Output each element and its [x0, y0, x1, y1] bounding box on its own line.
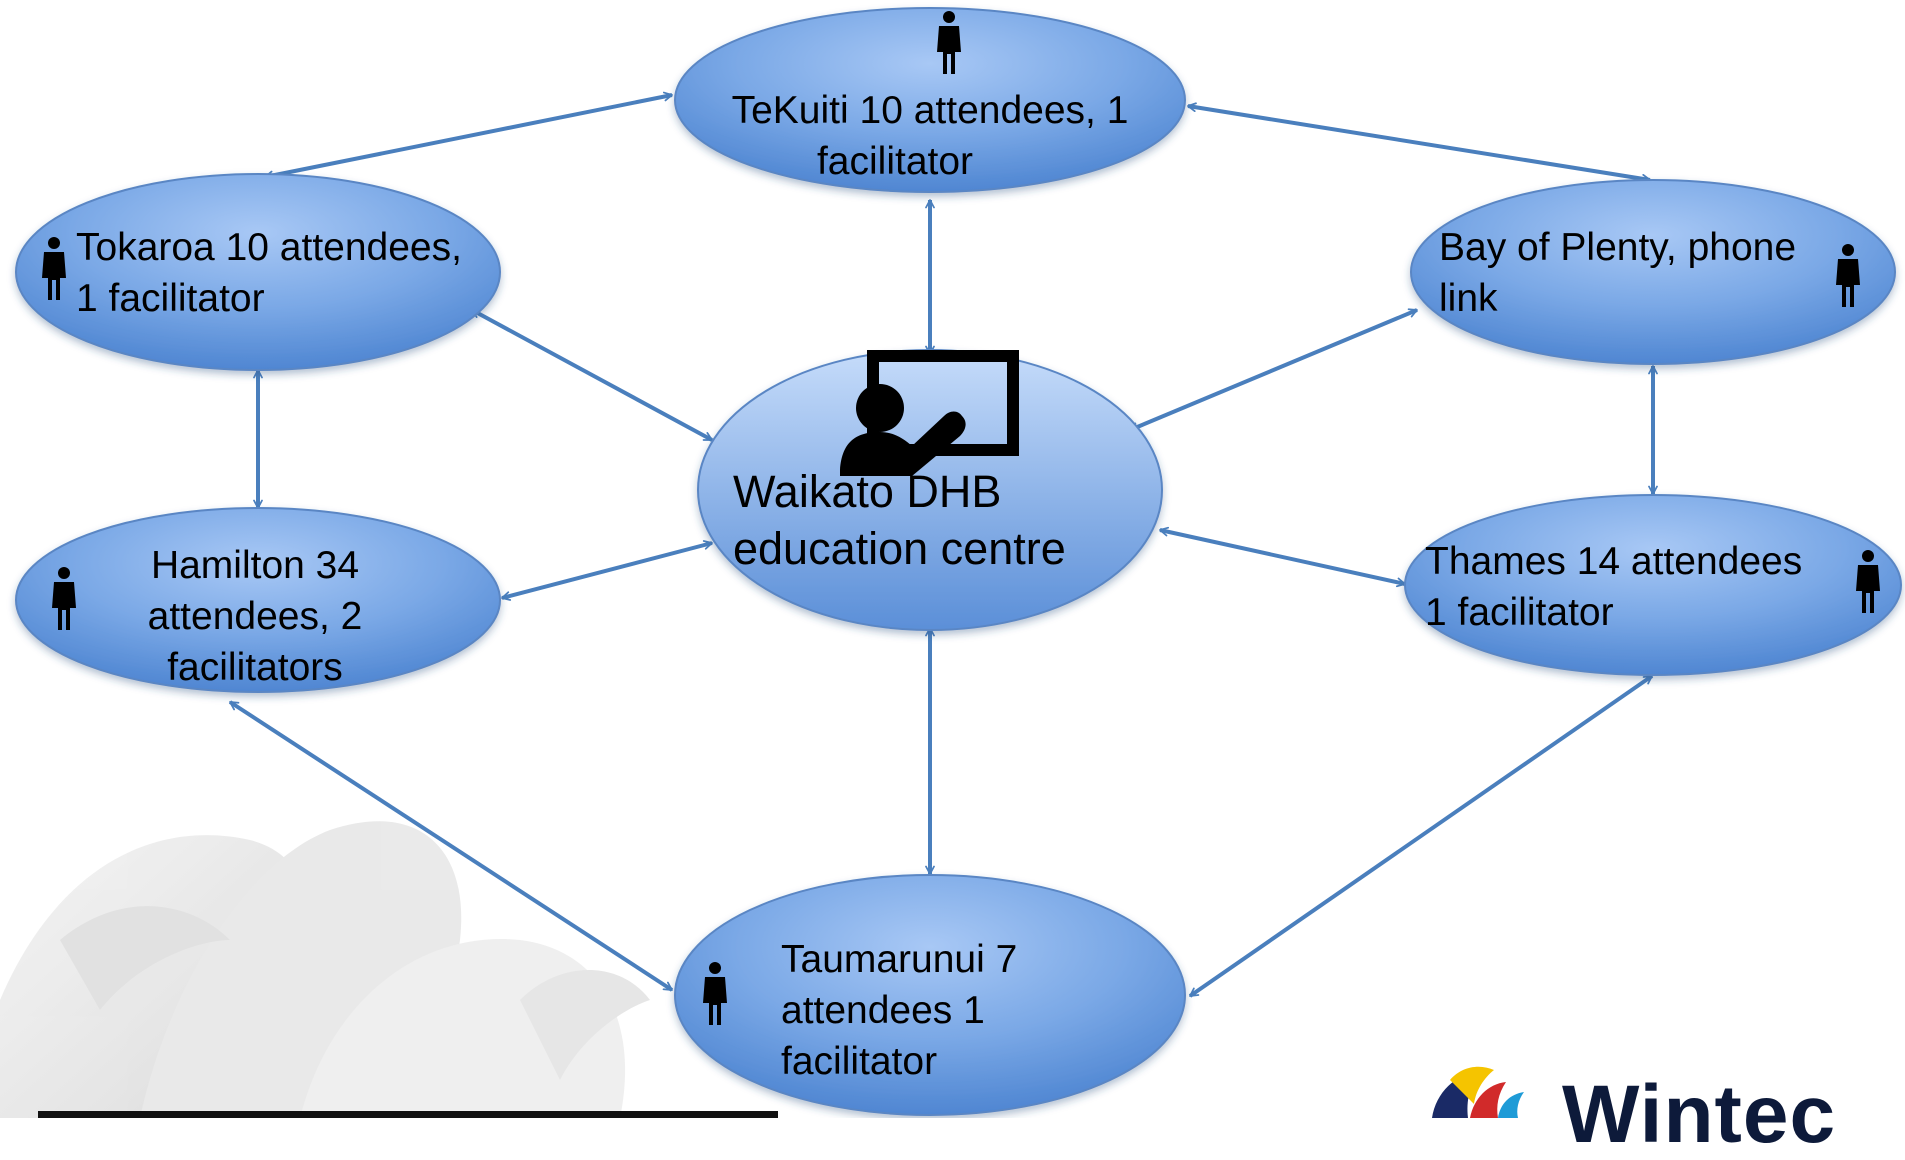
person-icon: [52, 567, 76, 630]
diagram-canvas: [0, 7, 1902, 1118]
tokaroa-line1: Tokaroa 10 attendees,: [76, 226, 462, 269]
person-icon: [1836, 244, 1860, 307]
arrow-bayofplenty-center: [1129, 308, 1418, 432]
person-icons: [42, 11, 1880, 1025]
bay-of-plenty-line2: link: [1439, 277, 1498, 320]
hamilton-line1: Hamilton 34: [150, 544, 360, 587]
node-thames: [1404, 494, 1902, 676]
wintec-logo-mark: [1432, 1066, 1524, 1118]
thames-line2: 1 facilitator: [1425, 591, 1614, 634]
node-tekuiti: [674, 7, 1186, 193]
node-taumarunui: [674, 874, 1186, 1116]
arrow-thames-center: [1159, 526, 1406, 588]
node-tokaroa: [15, 173, 501, 371]
thames-line1: Thames 14 attendees: [1425, 540, 1803, 583]
arrow-hamilton-taumarunui: [228, 700, 674, 992]
taumarunui-line2: attendees 1: [781, 989, 985, 1032]
background-ribbon-decoration: [0, 821, 650, 1118]
diagram-nodes: [15, 7, 1902, 1116]
person-icon: [42, 237, 66, 300]
node-label-hamilton: Hamilton 34 attendees, 2 facilitators: [110, 540, 400, 693]
arrow-tokaroa-center: [471, 308, 713, 442]
node-bay-of-plenty: [1410, 179, 1896, 365]
arrow-hamilton-center: [501, 540, 713, 601]
presenter-board-icon: [840, 350, 1019, 476]
bottom-rule: [38, 1111, 778, 1118]
hamilton-line3: facilitators: [167, 646, 343, 689]
tekuiti-line2: facilitator: [816, 140, 974, 183]
wintec-logo-text: Wintec: [1562, 1069, 1837, 1160]
node-label-center: Waikato DHB education centre: [733, 463, 1066, 577]
taumarunui-line1: Taumarunui 7: [781, 938, 1018, 981]
node-label-thames: Thames 14 attendees 1 facilitator: [1425, 536, 1802, 638]
arrow-thames-taumarunui: [1188, 674, 1654, 998]
taumarunui-line3: facilitator: [781, 1040, 938, 1083]
center-line1: Waikato DHB: [733, 466, 1002, 517]
node-label-tokaroa: Tokaroa 10 attendees, 1 facilitator: [76, 222, 462, 324]
node-hamilton: [15, 507, 501, 693]
arrow-tekuiti-bayofplenty: [1187, 102, 1651, 184]
node-label-tekuiti: TeKuiti 10 attendees, 1 facilitator: [715, 85, 1145, 187]
center-line2: education centre: [733, 523, 1066, 574]
node-label-taumarunui: Taumarunui 7 attendees 1 facilitator: [781, 934, 1017, 1087]
hamilton-line2: attendees, 2: [147, 595, 363, 638]
person-icon: [937, 11, 961, 74]
tekuiti-line1: TeKuiti 10 attendees, 1: [731, 89, 1129, 132]
tokaroa-line2: 1 facilitator: [76, 277, 265, 320]
person-icon: [703, 962, 727, 1025]
person-icon: [1856, 550, 1880, 613]
bay-of-plenty-line1: Bay of Plenty, phone: [1439, 226, 1797, 269]
arrow-tekuiti-tokaroa: [264, 91, 673, 181]
node-label-bay-of-plenty: Bay of Plenty, phone link: [1439, 222, 1796, 324]
connector-arrows: [228, 91, 1658, 998]
